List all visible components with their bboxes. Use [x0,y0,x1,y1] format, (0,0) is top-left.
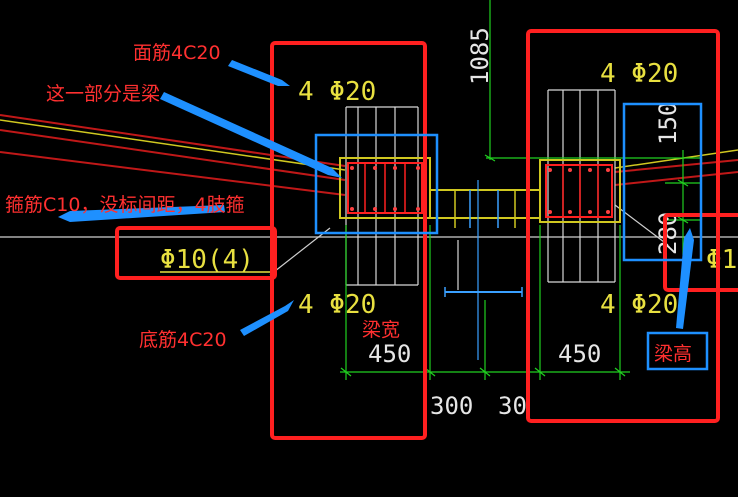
annotation-arrows [58,60,694,336]
annotation-top-bar: 面筋4C20 [133,42,221,64]
arrow-bottom-bar [240,300,294,336]
annotation-bottom-bar: 底筋4C20 [139,329,227,351]
right-beam-section-lines [547,89,616,283]
annotation-beam-part: 这一部分是梁 [46,83,160,105]
dim-left-width: 450 [368,340,411,368]
left-bottom-rebar-label: 4 Φ20 [298,290,376,320]
slab-lines-left [0,114,346,196]
beam-section-highlight-box [314,133,439,235]
left-beam-section-lines [345,106,419,286]
slab-lines-left-yellow [0,119,346,171]
dim-top-vertical: 1085 [466,27,494,85]
right-top-rebar-label: 4 Φ20 [600,59,678,89]
arrow-top-bar [228,60,290,86]
arrow-beam-part [160,92,342,178]
right-beam-section [539,159,621,223]
annotation-beam-width: 梁宽 [362,319,400,341]
annotation-beam-height: 梁高 [654,343,692,365]
dim-right-280: 280 [654,212,682,255]
left-top-rebar-label: 4 Φ20 [298,77,376,107]
left-beam-section [339,157,431,219]
stirrup-spec-label: Φ10(4) [160,245,254,275]
dim-right-width: 450 [558,340,601,368]
arrow-stirrup [58,205,225,222]
dim-gap-2: 30 [498,392,527,420]
middle-slab [429,180,541,360]
beam-height-label-box [646,331,709,371]
dim-right-150: 150 [654,102,682,145]
dimension-lines [340,0,700,380]
dim-gap-1: 300 [430,392,473,420]
right-bottom-rebar-label: 4 Φ20 [600,290,678,320]
right-edge-fragment-label: Φ18 [706,245,738,275]
beam-height-highlight-box [622,102,703,262]
right-beam-highlight-box [526,29,720,423]
right-edge-highlight-box [663,213,738,292]
left-beam-highlight-box [270,41,427,440]
diagonal-line [269,227,331,276]
arrow-beam-height [676,228,694,329]
stirrup-highlight-box [115,226,277,280]
annotation-stirrup: 箍筋C10，没标间距，4肢箍 [5,194,245,216]
